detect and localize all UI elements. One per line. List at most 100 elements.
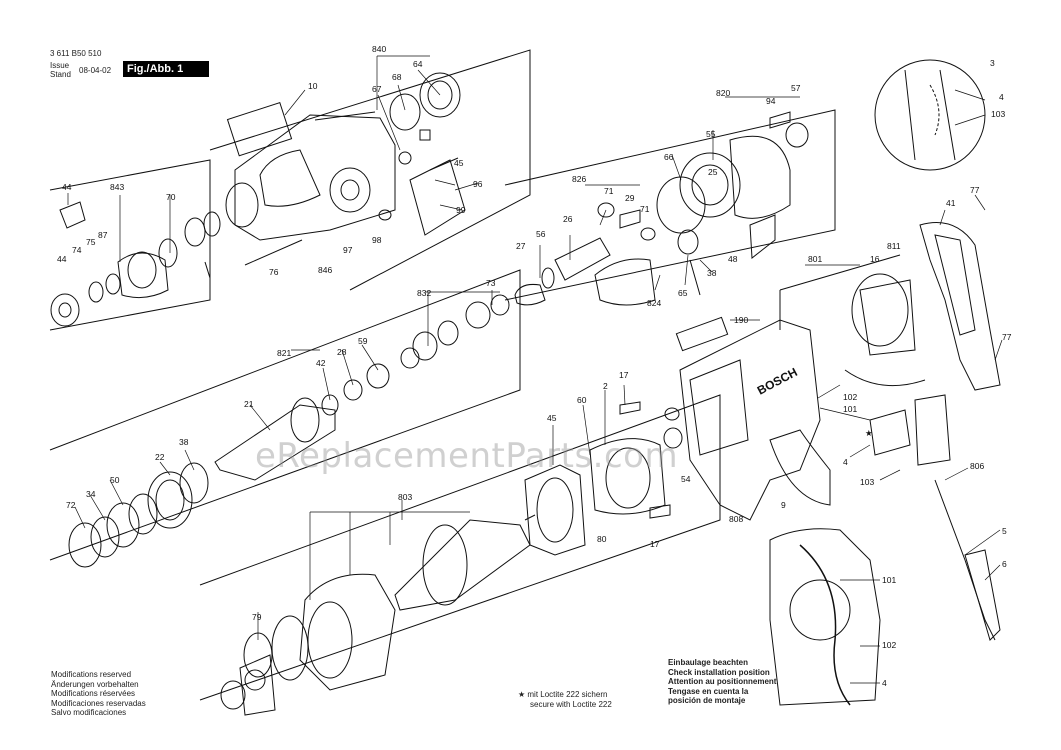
callout: 74 bbox=[72, 245, 82, 255]
callout: 34 bbox=[86, 489, 96, 499]
loctite-note: ★ mit Loctite 222 sichern secure with Lo… bbox=[518, 690, 612, 709]
callout: 21 bbox=[244, 399, 254, 409]
callout: 28 bbox=[337, 347, 347, 357]
callout: 29 bbox=[625, 193, 635, 203]
callout: 59 bbox=[358, 336, 368, 346]
loctite-line-en: secure with Loctite 222 bbox=[530, 699, 612, 709]
callout: 70 bbox=[166, 192, 176, 202]
callout: 45 bbox=[547, 413, 557, 423]
callout: 843 bbox=[110, 182, 124, 192]
callout: 101 bbox=[843, 404, 857, 414]
callout-labels: 840 10 67 68 64 44 843 70 96 45 99 74 75… bbox=[57, 44, 1012, 688]
callout: 10 bbox=[308, 81, 318, 91]
callout: 87 bbox=[98, 230, 108, 240]
callout: 60 bbox=[577, 395, 587, 405]
callout: 44 bbox=[57, 254, 67, 264]
callout: 103 bbox=[991, 109, 1005, 119]
callout: 96 bbox=[473, 179, 483, 189]
callout: 25 bbox=[708, 167, 718, 177]
modifications-note: Modifications reserved Änderungen vorbeh… bbox=[51, 670, 146, 718]
callout: 76 bbox=[269, 267, 279, 277]
callout: 2 bbox=[603, 381, 608, 391]
callout: 77 bbox=[970, 185, 980, 195]
callout: 57 bbox=[791, 83, 801, 93]
callout: 48 bbox=[728, 254, 738, 264]
install-line: Einbaulage beachten bbox=[668, 658, 749, 667]
loctite-line-de: ★ mit Loctite 222 sichern bbox=[518, 690, 608, 699]
note-line: Modifications reserved bbox=[51, 670, 132, 679]
callout: 50 bbox=[110, 475, 120, 485]
install-line: Check installation position bbox=[668, 667, 770, 677]
callout: 42 bbox=[316, 358, 326, 368]
callout: 826 bbox=[572, 174, 586, 184]
install-line: Attention au positionnement bbox=[668, 677, 777, 686]
callout: 102 bbox=[843, 392, 857, 402]
callout: 803 bbox=[398, 492, 412, 502]
installation-detail bbox=[769, 528, 881, 706]
callout: 17 bbox=[650, 539, 660, 549]
brand-logo-text: BOSCH bbox=[755, 365, 800, 398]
callout: 72 bbox=[66, 500, 76, 510]
group-outline-motor bbox=[199, 394, 721, 701]
callout: 16 bbox=[870, 254, 880, 264]
issue-date: 08-04-02 bbox=[79, 66, 112, 75]
part-number: 3 611 B50 510 bbox=[50, 49, 102, 58]
callout: 67 bbox=[372, 84, 382, 94]
callout: ★ bbox=[865, 428, 873, 438]
callout: 80 bbox=[597, 534, 607, 544]
callout: 5 bbox=[1002, 526, 1007, 536]
callout: 98 bbox=[372, 235, 382, 245]
note-line: Modifications réservées bbox=[51, 689, 136, 698]
callout: 77 bbox=[1002, 332, 1012, 342]
callout: 4 bbox=[843, 457, 848, 467]
callout: 97 bbox=[343, 245, 353, 255]
watermark: eReplacementParts.com bbox=[255, 436, 679, 476]
callout: 27 bbox=[516, 241, 526, 251]
callout: 821 bbox=[277, 348, 291, 358]
callout: 103 bbox=[860, 477, 874, 487]
install-line: Tengase en cuenta la bbox=[668, 686, 749, 696]
installation-note: Einbaulage beachten Check installation p… bbox=[668, 658, 776, 706]
callout: 55 bbox=[706, 129, 716, 139]
callout: 824 bbox=[647, 298, 661, 308]
callout: 6 bbox=[1002, 559, 1007, 569]
issue-label: Issue bbox=[50, 61, 70, 70]
callout: 4 bbox=[882, 678, 887, 688]
callout: 190 bbox=[734, 315, 748, 325]
callout: 801 bbox=[808, 254, 822, 264]
callout: 56 bbox=[536, 229, 546, 239]
stand-label: Stand bbox=[50, 70, 71, 79]
install-line: posición de montaje bbox=[668, 696, 746, 705]
callout: 101 bbox=[882, 575, 896, 585]
callout: 71 bbox=[640, 204, 650, 214]
callout: 66 bbox=[664, 152, 674, 162]
callout: 840 bbox=[372, 44, 386, 54]
callout: 64 bbox=[413, 59, 423, 69]
callout: 41 bbox=[946, 198, 956, 208]
callout: 38 bbox=[707, 268, 717, 278]
group-outline-spindle bbox=[49, 269, 521, 561]
callout: 26 bbox=[563, 214, 573, 224]
callout: 45 bbox=[454, 158, 464, 168]
detail-circle-switch bbox=[874, 59, 986, 171]
callout: 38 bbox=[179, 437, 189, 447]
group-outline-gearbox bbox=[504, 109, 836, 301]
callout: 3 bbox=[990, 58, 995, 68]
callout: 17 bbox=[619, 370, 629, 380]
callout: 102 bbox=[882, 640, 896, 650]
callout: 846 bbox=[318, 265, 332, 275]
callout: 820 bbox=[716, 88, 730, 98]
callout: 99 bbox=[456, 205, 466, 215]
callout: 65 bbox=[678, 288, 688, 298]
figure-label: Fig./Abb. 1 bbox=[123, 61, 209, 77]
callout: 44 bbox=[62, 182, 72, 192]
callout: 806 bbox=[970, 461, 984, 471]
callout: 54 bbox=[681, 474, 691, 484]
note-line: Modificaciones reservadas bbox=[51, 698, 146, 708]
note-line: Änderungen vorbehalten bbox=[51, 679, 139, 689]
callout: 68 bbox=[392, 72, 402, 82]
callout: 22 bbox=[155, 452, 165, 462]
callout: 71 bbox=[604, 186, 614, 196]
